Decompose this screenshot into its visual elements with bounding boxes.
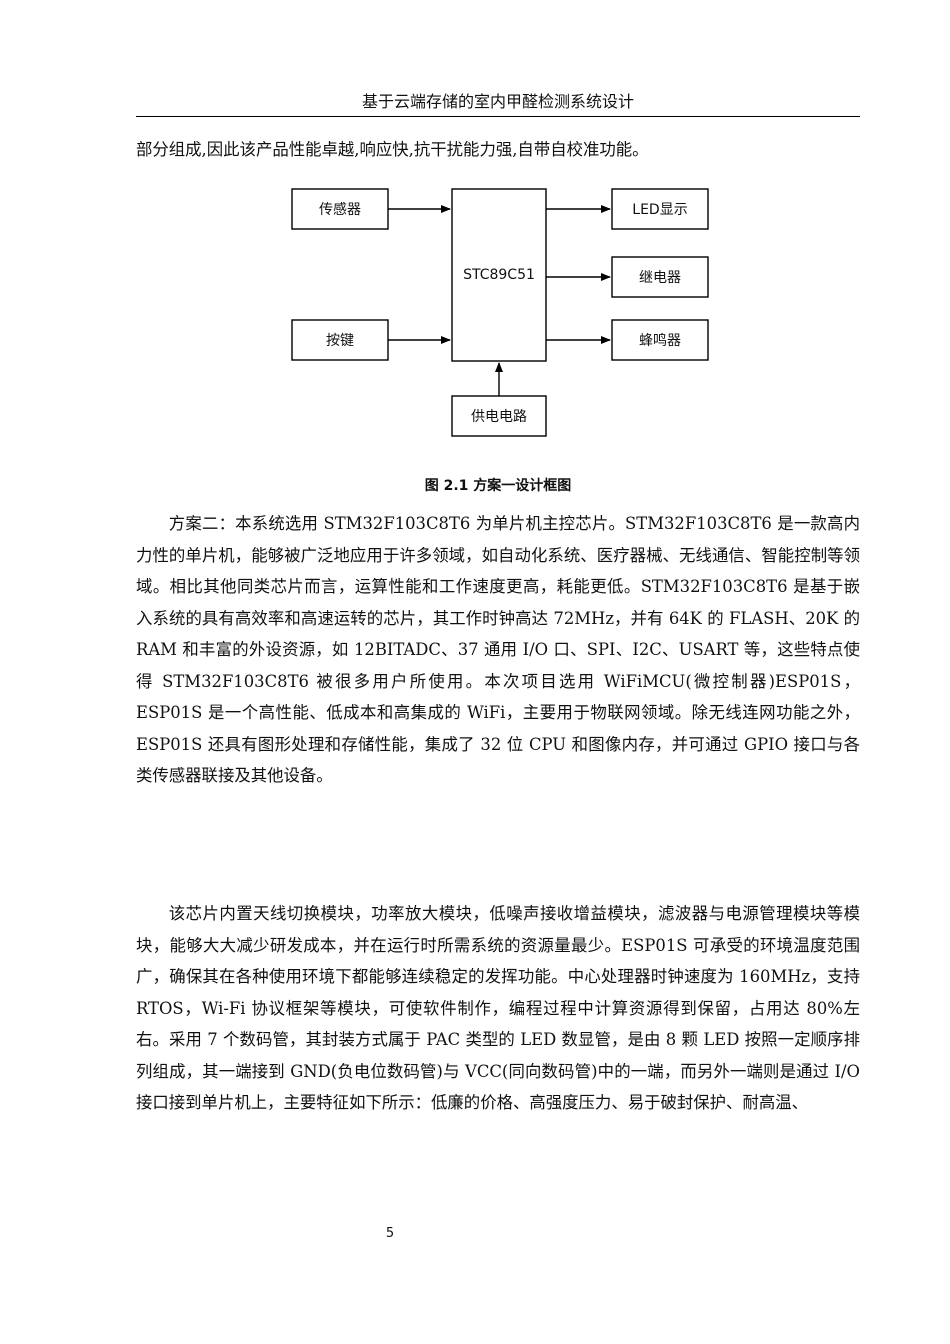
mcu-block: [451, 188, 547, 362]
paragraph-scheme-two: 方案二：本系统选用 STM32F103C8T6 为单片机主控芯片。STM32F1…: [136, 514, 860, 785]
block-diagram: 传感器 按键 STC89C51 LED显示 继电器 蜂鸣器 供电电路: [280, 178, 720, 448]
key-label: 按键: [326, 333, 354, 349]
mcu-label: STC89C51: [463, 267, 535, 283]
relay-block: [611, 256, 709, 298]
sensor-label: 传感器: [319, 201, 361, 218]
relay-label: 继电器: [639, 270, 681, 286]
page-header: 基于云端存储的室内甲醛检测系统设计: [136, 90, 860, 117]
buzzer-block: [611, 319, 709, 361]
led-label: LED显示: [632, 202, 687, 218]
page-number: 5: [385, 1226, 395, 1241]
power-label: 供电电路: [471, 409, 527, 425]
paragraph-esp01s: 该芯片内置天线切换模块，功率放大模块，低噪声接收增益模块，滤波器与电源管理模块等…: [136, 904, 860, 1112]
figure-caption: 图 2.1 方案一设计框图: [424, 478, 572, 494]
led-block: [611, 188, 709, 230]
block-diagram-svg: 传感器 按键 STC89C51 LED显示 继电器 蜂鸣器 供电电路: [291, 188, 709, 437]
header-title: 基于云端存储的室内甲醛检测系统设计: [361, 92, 634, 111]
buzzer-label: 蜂鸣器: [639, 332, 681, 349]
paragraph-continued: 部分组成,因此该产品性能卓越,响应快,抗干扰能力强,自带自校准功能。: [136, 140, 649, 159]
